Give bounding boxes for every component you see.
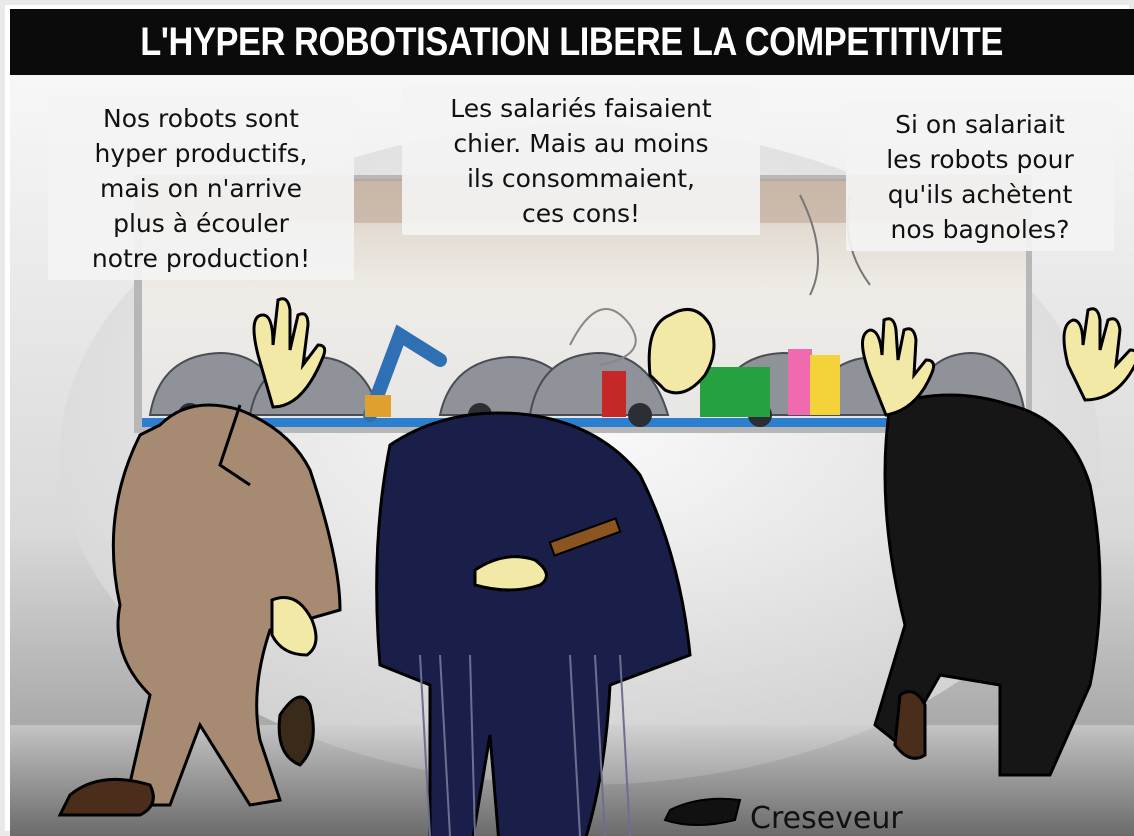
- robot-yellow: [810, 355, 840, 415]
- bubble-line: plus à écouler: [113, 209, 289, 238]
- bubble-line: qu'ils achètent: [887, 180, 1073, 209]
- navy-shoe: [663, 797, 742, 826]
- brown-suit-body: [111, 403, 342, 807]
- car-wheel: [628, 403, 652, 427]
- brown-lower-hand: [270, 596, 318, 657]
- cartoon-title: L'HYPER ROBOTISATION LIBERE LA COMPETITI…: [140, 19, 1004, 64]
- black-hand-right: [1062, 307, 1134, 402]
- hammer-handle: [548, 517, 622, 557]
- bubble-line: chier. Mais au moins: [453, 129, 709, 158]
- artist-signature: Creseveur: [750, 801, 903, 836]
- speech-bubble-right: Si on salariait les robots pour qu'ils a…: [846, 103, 1114, 251]
- robot-tower: [602, 371, 626, 417]
- conveyor-belt: [142, 418, 1026, 427]
- robot-green: [700, 367, 770, 417]
- speech-bubble-center: Les salariés faisaient chier. Mais au mo…: [402, 87, 760, 235]
- car-shape: [528, 351, 670, 416]
- navy-fist: [647, 307, 716, 395]
- black-suit-man: [861, 307, 1134, 777]
- cartoon-scene: Nos robots sont hyper productifs, mais o…: [10, 75, 1134, 836]
- bubble-line: mais on n'arrive: [100, 174, 302, 203]
- bubble-line: Les salariés faisaient: [450, 94, 712, 123]
- black-suit-body: [873, 393, 1102, 777]
- bubble-line: ces cons!: [521, 199, 641, 228]
- robot-wire: [569, 308, 637, 366]
- brown-shoe-right: [277, 695, 315, 767]
- bubble-line: hyper productifs,: [94, 139, 308, 168]
- bubble-line: nos bagnoles?: [890, 215, 1070, 244]
- robot-pink: [788, 349, 812, 415]
- bubble-line: Nos robots sont: [103, 104, 299, 133]
- brown-suit-lapel: [218, 404, 251, 487]
- brown-raised-hand: [252, 297, 327, 409]
- robot-arm: [363, 324, 447, 422]
- bubble-line: Si on salariait: [895, 110, 1065, 139]
- robot-base: [365, 395, 391, 417]
- navy-hand-behind: [473, 555, 548, 592]
- bubble-line: les robots pour: [886, 145, 1074, 174]
- black-shoe: [893, 690, 927, 760]
- bubble-line: notre production!: [91, 244, 311, 273]
- title-banner: L'HYPER ROBOTISATION LIBERE LA COMPETITI…: [10, 9, 1134, 75]
- speech-bubble-left: Nos robots sont hyper productifs, mais o…: [48, 97, 354, 280]
- bubble-line: ils consommaient,: [466, 164, 695, 193]
- navy-suit-man: [375, 307, 742, 836]
- brown-shoe-left: [57, 777, 155, 817]
- black-hand-left: [861, 317, 936, 417]
- brown-suit-man: [57, 297, 342, 817]
